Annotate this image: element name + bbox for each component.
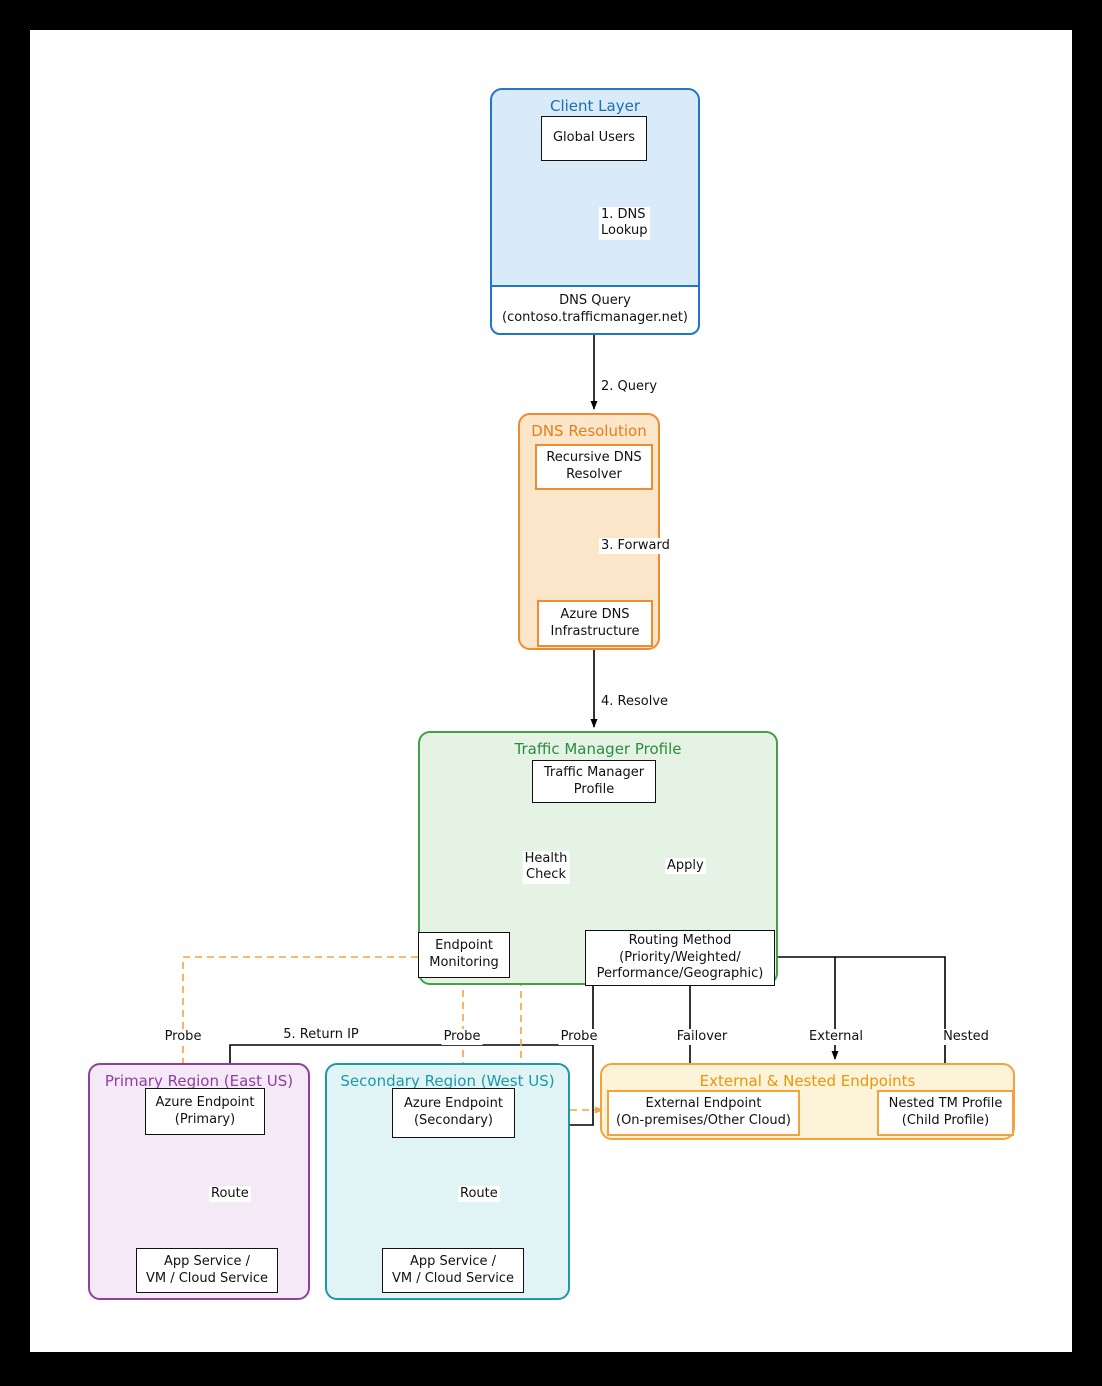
recursive-dns-resolver-node: Recursive DNS Resolver: [535, 444, 653, 490]
secondary-region-title: Secondary Region (West US): [340, 1072, 555, 1090]
routing-method-node: Routing Method (Priority/Weighted/ Perfo…: [585, 930, 775, 986]
edge-label-return-ip: 5. Return IP: [281, 1027, 361, 1044]
dns-query-node: DNS Query (contoso.trafficmanager.net): [490, 285, 700, 335]
app-service-secondary-node: App Service / VM / Cloud Service: [382, 1248, 524, 1293]
edge-label-failover: Failover: [674, 1029, 730, 1046]
global-users-node: Global Users: [541, 116, 647, 161]
client-layer-title: Client Layer: [549, 97, 640, 115]
edge-label-external: External: [807, 1029, 865, 1046]
edge-label-probe-primary: Probe: [162, 1029, 204, 1046]
external-endpoint-node: External Endpoint (On-premises/Other Clo…: [607, 1090, 800, 1136]
edge-label-route-secondary: Route: [458, 1186, 500, 1203]
endpoint-monitoring-node: Endpoint Monitoring: [418, 932, 510, 978]
traffic-manager-title: Traffic Manager Profile: [514, 740, 682, 758]
dns-resolution-title: DNS Resolution: [531, 422, 647, 440]
app-service-primary-node: App Service / VM / Cloud Service: [136, 1248, 278, 1293]
traffic-manager-profile-node: Traffic Manager Profile: [532, 760, 656, 803]
edge-label-forward: 3. Forward: [599, 538, 672, 555]
edge-label-probe-external: Probe: [558, 1029, 600, 1046]
nested-tm-profile-node: Nested TM Profile (Child Profile): [877, 1090, 1014, 1136]
edge-label-health-check: Health Check: [522, 851, 570, 884]
external-nested-title: External & Nested Endpoints: [699, 1072, 916, 1090]
edge-label-apply: Apply: [665, 858, 706, 875]
primary-region-title: Primary Region (East US): [104, 1072, 294, 1090]
azure-dns-infrastructure-node: Azure DNS Infrastructure: [537, 600, 653, 647]
edge-label-route-primary: Route: [209, 1186, 251, 1203]
azure-endpoint-secondary-node: Azure Endpoint (Secondary): [392, 1088, 515, 1138]
azure-endpoint-primary-node: Azure Endpoint (Primary): [145, 1088, 265, 1135]
edge-label-dns-lookup: 1. DNS Lookup: [599, 207, 650, 240]
edge-label-query: 2. Query: [599, 379, 660, 396]
edge-label-nested: Nested: [941, 1029, 991, 1046]
edge-label-probe-secondary: Probe: [441, 1029, 483, 1046]
edge-label-resolve: 4. Resolve: [599, 694, 671, 711]
